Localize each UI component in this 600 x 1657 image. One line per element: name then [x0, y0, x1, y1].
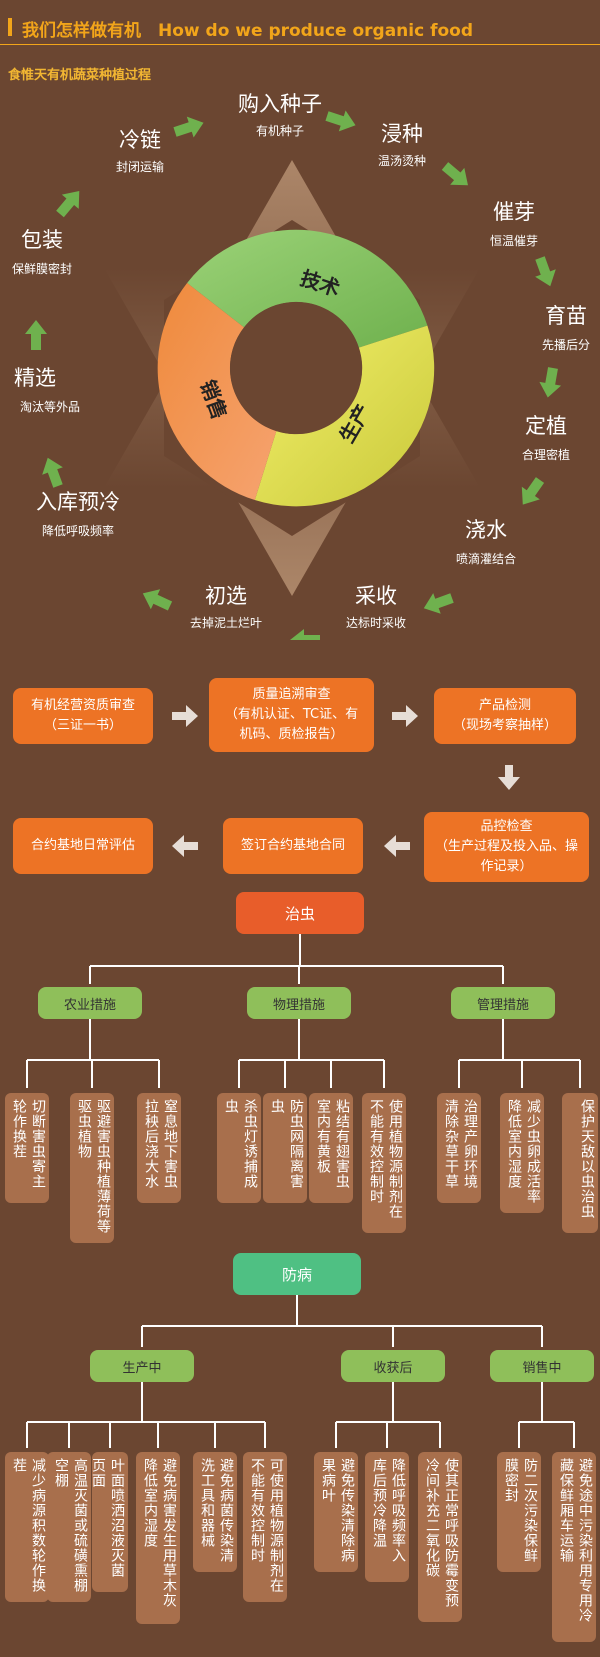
page-header: 我们怎样做有机 How do we produce organic food [0, 0, 600, 46]
step-title-buy-seeds: 购入种子 [238, 92, 322, 116]
step-sub-fine-select: 淘汰等外品 [19, 400, 81, 414]
pest-cat-management: 管理措施 [451, 987, 555, 1019]
disease-item: 避免病菌传染清洗工具和器械 [193, 1452, 237, 1572]
step-sub-primary-select: 去掉泥土烂叶 [189, 616, 263, 630]
pest-item: 窒息地下害虫拉秧后浇大水 [137, 1093, 181, 1203]
cycle-arrows [25, 110, 562, 640]
arrow-icon [539, 367, 562, 398]
flow-box-line: （有机认证、TC证、有 [224, 706, 359, 722]
arrow-icon [535, 256, 556, 287]
step-title-germinate: 催芽 [493, 200, 535, 224]
step-sub-cold-chain: 封闭运输 [115, 160, 165, 174]
pest-cat-physical: 物理措施 [247, 987, 351, 1019]
ring-segment-sales [157, 283, 277, 500]
arrow-icon [173, 116, 204, 138]
disease-item: 使其正常呼吸防霉变预冷间补充二氧化碳 [418, 1452, 462, 1622]
flow-box-quality-control: 品控检查 （生产过程及投入品、操作记录） [424, 812, 589, 882]
disease-item: 避免传染清除病果病叶 [314, 1452, 358, 1572]
flow-box-line: 产品检测 [478, 697, 531, 713]
disease-cat-sales: 销售中 [490, 1350, 594, 1382]
arrow-down-icon [498, 765, 520, 790]
arrow-icon [423, 593, 454, 614]
disease-cat-production: 生产中 [90, 1350, 194, 1382]
section-subtitle: 食惟天有机蔬菜种植过程 [8, 68, 152, 83]
flow-box-traceability: 质量追溯审查 （有机认证、TC证、有机码、质检报告） [209, 678, 374, 752]
pest-item: 杀虫灯诱捕成虫 [217, 1093, 261, 1203]
flow-box-line: （三证一书） [43, 718, 122, 733]
step-sub-buy-seeds: 有机种子 [255, 124, 305, 138]
step-sub-precool: 降低呼吸频率 [41, 524, 115, 538]
step-sub-seedling: 先播后分 [541, 338, 591, 352]
arrow-left-icon [172, 835, 198, 857]
disease-item: 避免病害发生用草木灰降低室内湿度 [136, 1452, 180, 1624]
arrow-icon [42, 457, 63, 488]
step-title-fine-select: 精选 [14, 366, 56, 390]
pest-control-title: 治虫 [236, 892, 364, 934]
arrow-icon [56, 191, 80, 218]
header-accent-bar [8, 18, 12, 36]
flow-box-qualification: 有机经营资质审查 （三证一书） [13, 688, 153, 744]
flow-box-line: 机码、质检报告） [239, 727, 344, 743]
arrow-right-icon [392, 705, 418, 727]
step-title-precool: 入库预冷 [36, 490, 120, 514]
arrow-icon [142, 589, 173, 611]
pest-item: 使用植物源制剂在不能有效控制时 [362, 1093, 406, 1233]
planting-cycle-diagram: 技术 生产 销售 [25, 110, 562, 640]
step-title-harvest: 采收 [355, 584, 397, 608]
step-sub-harvest: 达标时采收 [345, 616, 407, 630]
pest-item: 驱避害虫种植薄荷等驱虫植物 [70, 1093, 114, 1243]
flow-box-line: 合约基地日常评估 [30, 837, 135, 853]
pest-item: 切断害虫寄主轮作换茬 [5, 1093, 49, 1203]
disease-item: 减少病源积数轮作换茬 [5, 1452, 49, 1602]
step-title-packaging: 包装 [21, 228, 63, 252]
arrow-icon [521, 477, 545, 505]
arrow-icon [325, 110, 356, 132]
flow-box-sign-contract: 签订合约基地合同 [223, 818, 363, 874]
pest-item: 保护天敌以虫治虫 [562, 1093, 598, 1233]
disease-item: 可使用植物源制剂在不能有效控制时 [243, 1452, 287, 1602]
ring-hole [230, 302, 362, 434]
step-sub-transplant: 合理密植 [521, 448, 571, 462]
disease-prevention-title: 防病 [233, 1253, 361, 1295]
arrow-icon [25, 320, 47, 350]
ring-segment-tech [187, 229, 428, 348]
pest-item: 治理产卵环境清除杂草干草 [437, 1093, 481, 1203]
arrow-right-icon [172, 705, 198, 727]
arrow-icon [290, 629, 320, 640]
pest-item: 减少虫卵成活率降低室内湿度 [500, 1093, 544, 1213]
step-sub-soak: 温汤烫种 [377, 154, 427, 168]
pest-item: 粘结有翅害虫室内有黄板 [309, 1093, 353, 1203]
flow-box-line: 签订合约基地合同 [240, 837, 345, 853]
flow-box-daily-evaluation: 合约基地日常评估 [13, 818, 153, 874]
page-title: 我们怎样做有机 How do we produce organic food [22, 21, 474, 41]
step-title-primary-select: 初选 [205, 584, 247, 608]
step-sub-germinate: 恒温催芽 [489, 234, 539, 248]
step-sub-packaging: 保鲜膜密封 [11, 262, 73, 276]
step-title-soak: 浸种 [381, 122, 423, 146]
step-title-transplant: 定植 [525, 414, 567, 438]
step-title-seedling: 育苗 [545, 304, 587, 328]
step-sub-watering: 喷滴灌结合 [455, 552, 517, 566]
step-title-watering: 浇水 [465, 518, 507, 542]
disease-item: 高温灭菌或硫磺熏棚空棚 [47, 1452, 91, 1602]
flow-box-line: 有机经营资质审查 [30, 697, 135, 713]
flow-box-line: （生产过程及投入品、操 [434, 838, 578, 854]
disease-item: 降低呼吸频率入库后预冷降温 [365, 1452, 409, 1582]
disease-cat-post-harvest: 收获后 [341, 1350, 445, 1382]
flow-box-line: 质量追溯审查 [252, 686, 331, 702]
flow-box-line: 品控检查 [480, 818, 533, 834]
ring-segment-production [254, 325, 435, 507]
disease-item: 避免途中污染利用专用冷藏保鲜厢车运输 [552, 1452, 596, 1642]
step-title-cold-chain: 冷链 [119, 128, 161, 152]
pest-cat-agricultural: 农业措施 [38, 987, 142, 1019]
disease-item: 防二次污染保鲜膜密封 [497, 1452, 541, 1572]
flow-box-product-testing: 产品检测 （现场考察抽样） [434, 688, 576, 744]
pest-item: 防虫网隔离害虫 [263, 1093, 307, 1203]
arrow-left-icon [384, 835, 410, 857]
disease-item: 叶面喷洒沼液灭菌页面 [90, 1452, 128, 1592]
flow-box-line: （现场考察抽样） [452, 718, 557, 733]
flow-box-line: 作记录） [480, 859, 533, 875]
header-divider [0, 44, 600, 45]
arrow-icon [441, 162, 468, 186]
